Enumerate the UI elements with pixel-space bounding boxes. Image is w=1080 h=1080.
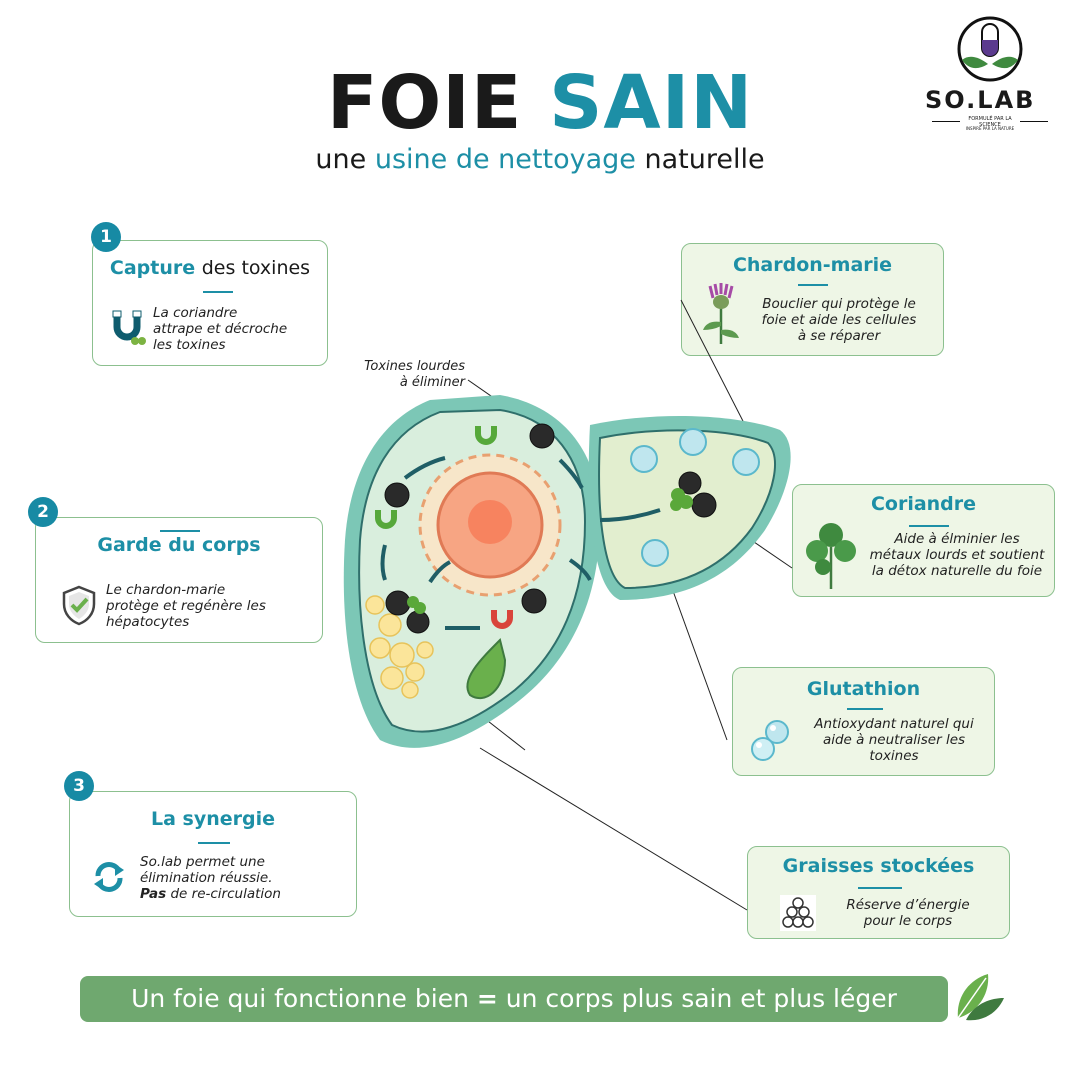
logo-mark-icon bbox=[957, 16, 1023, 82]
desc-line: élimination réussie. bbox=[140, 870, 273, 886]
coriandre-desc: Aide à élminier les métaux lourds et sou… bbox=[859, 531, 1055, 579]
fat-cells bbox=[365, 595, 434, 699]
step-guard-card: Garde du corps Le chardon-marie protège … bbox=[35, 517, 323, 643]
step-synergy-desc: So.lab permet une élimination réussie. P… bbox=[140, 854, 350, 902]
toxin-particles bbox=[384, 423, 717, 634]
toxins-label-line-2: à éliminer bbox=[400, 375, 467, 390]
subtitle-part2: naturelle bbox=[644, 144, 765, 175]
graisses-title: Graisses stockées bbox=[782, 855, 975, 877]
desc-line: Pas de re-circulation bbox=[140, 886, 350, 902]
step-synergy-card: La synergie So.lab permet une éliminatio… bbox=[69, 791, 357, 917]
desc-line: attrape et décroche bbox=[153, 321, 288, 337]
desc-line: métaux lourds et soutient bbox=[869, 547, 1045, 563]
thistle-icon bbox=[703, 283, 739, 344]
logo-tagline-1: FORMULÉ PAR LA SCIENCE bbox=[960, 116, 1020, 128]
title-rest: des toxines bbox=[201, 257, 311, 279]
graisses-card: Graisses stockées Réserve d’énergie pour… bbox=[747, 846, 1010, 939]
leaves-icon bbox=[957, 974, 1004, 1021]
step-1-badge: 1 bbox=[91, 222, 121, 252]
title-rule bbox=[798, 284, 828, 286]
nucleus bbox=[436, 471, 544, 579]
magnets bbox=[375, 426, 513, 629]
coriander-clusters bbox=[407, 488, 693, 614]
step-3-badge: 3 bbox=[64, 771, 94, 801]
desc-line: aide à neutraliser les bbox=[822, 732, 966, 748]
title-rule bbox=[858, 887, 902, 889]
desc-line: So.lab permet une bbox=[140, 854, 265, 870]
chardon-marie-card: Chardon-marie Bouclier qui protège le fo… bbox=[681, 243, 944, 356]
recycle-icon bbox=[94, 862, 124, 892]
liver-left-lobe-outer bbox=[343, 395, 600, 748]
leader-lines bbox=[409, 299, 793, 911]
desc-line: les toxines bbox=[153, 337, 226, 353]
title-rule bbox=[198, 842, 230, 844]
glutathion-bubbles bbox=[630, 428, 760, 567]
title-part2: SAIN bbox=[549, 60, 754, 146]
title-rule bbox=[847, 708, 883, 710]
nucleolus bbox=[468, 500, 512, 544]
fat-cells-icon bbox=[780, 895, 816, 931]
footer-banner: Un foie qui fonctionne bien = un corps p… bbox=[80, 976, 948, 1022]
desc-line: Antioxydant naturel qui bbox=[814, 716, 974, 732]
desc-rest: de re-circulation bbox=[170, 886, 281, 902]
glutathion-desc: Antioxydant naturel qui aide à neutralis… bbox=[801, 716, 987, 764]
magnet-icon bbox=[112, 310, 146, 345]
glutathion-title: Glutathion bbox=[806, 678, 921, 700]
desc-line: protège et regénère les bbox=[106, 598, 266, 614]
subtitle-part1: une bbox=[315, 144, 367, 175]
coriandre-card: Coriandre Aide à élminier les métaux lou… bbox=[792, 484, 1055, 597]
desc-line: Aide à élminier les bbox=[894, 531, 1020, 547]
desc-line: hépatocytes bbox=[106, 614, 190, 630]
logo-name: SO.LAB bbox=[925, 86, 1036, 114]
desc-line: foie et aide les cellules bbox=[761, 312, 917, 328]
desc-line: à se réparer bbox=[797, 328, 881, 344]
step-capture-title: Capture des toxines bbox=[93, 257, 327, 279]
logo-tagline-2: INSPIRÉ PAR LA NATURE bbox=[965, 126, 1015, 131]
step-synergy-title: La synergie bbox=[150, 808, 276, 830]
graisses-desc: Réserve d’énergie pour le corps bbox=[828, 897, 988, 929]
step-guard-desc: Le chardon-marie protège et regénère les… bbox=[106, 582, 316, 630]
page-subtitle: une usine de nettoyage naturelle bbox=[0, 144, 1080, 175]
chardon-title: Chardon-marie bbox=[732, 254, 893, 276]
toxins-label-line-1: Toxines lourdes bbox=[364, 359, 465, 374]
desc-line: pour le corps bbox=[863, 913, 953, 929]
gallbladder bbox=[466, 638, 507, 700]
footer-part2: un corps plus sain et plus léger bbox=[505, 984, 897, 1013]
title-part1: FOIE bbox=[326, 60, 523, 146]
desc-line: La coriandre bbox=[153, 305, 238, 321]
step-capture-card: Capture des toxines La coriandre attrape… bbox=[92, 240, 328, 366]
cell-membrane bbox=[418, 453, 562, 597]
page-title: FOIE SAIN bbox=[0, 58, 1080, 148]
desc-line: Réserve d’énergie bbox=[846, 897, 970, 913]
step-capture-desc: La coriandre attrape et décroche les tox… bbox=[153, 305, 323, 353]
shield-check-icon bbox=[62, 585, 96, 626]
desc-line: Bouclier qui protège le bbox=[762, 296, 916, 312]
footer-equals: = bbox=[476, 984, 498, 1013]
chardon-desc: Bouclier qui protège le foie et aide les… bbox=[744, 296, 934, 344]
desc-line: toxines bbox=[869, 748, 919, 764]
flow-arrows bbox=[380, 456, 661, 630]
subtitle-accent: usine de nettoyage bbox=[374, 144, 636, 175]
title-rule bbox=[160, 530, 200, 532]
title-rule bbox=[909, 525, 949, 527]
step-guard-title: Garde du corps bbox=[97, 534, 261, 556]
footer-part1: Un foie qui fonctionne bien bbox=[131, 984, 469, 1013]
coriandre-title: Coriandre bbox=[870, 493, 977, 515]
desc-line: la détox naturelle du foie bbox=[871, 563, 1043, 579]
step-2-badge: 2 bbox=[28, 497, 58, 527]
liver-right-lobe bbox=[598, 429, 776, 590]
desc-line: Le chardon-marie bbox=[106, 582, 226, 598]
liver-left-lobe bbox=[358, 408, 587, 733]
liver-right-lobe-outer bbox=[588, 415, 791, 600]
desc-bold: Pas bbox=[140, 886, 167, 902]
title-rule bbox=[203, 291, 233, 293]
glutathion-card: Glutathion Antioxydant naturel qui aide … bbox=[732, 667, 995, 776]
bubbles-icon bbox=[751, 720, 789, 761]
title-accent: Capture bbox=[109, 257, 196, 279]
coriander-leaf-icon bbox=[806, 523, 856, 589]
